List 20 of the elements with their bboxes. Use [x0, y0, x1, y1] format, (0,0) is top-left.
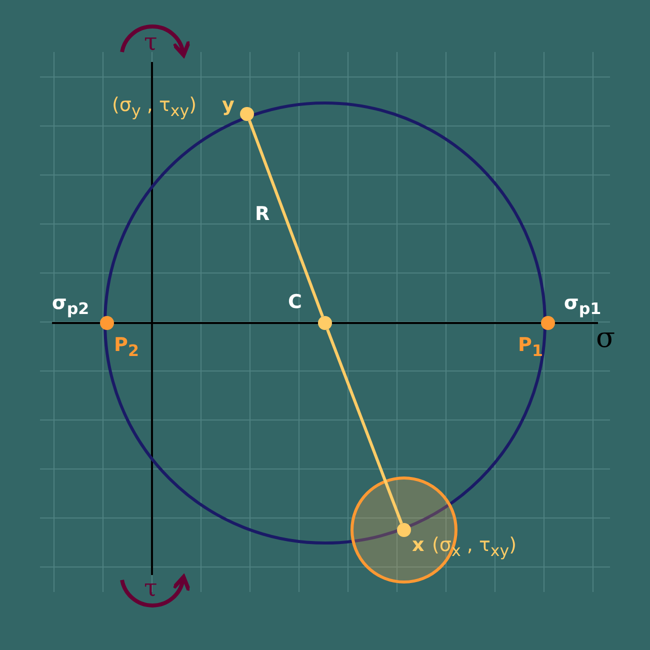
axis-label: τ: [144, 28, 158, 56]
point-marker: [100, 316, 114, 330]
point-label: σ$_{p1}$: [564, 292, 602, 320]
axis-label: σ: [596, 322, 616, 354]
point-label: P$_{1}$: [518, 334, 543, 362]
edge-label: R: [255, 203, 270, 225]
point-label: σ$_{p2}$: [52, 292, 90, 320]
point-marker: [397, 523, 411, 537]
point-marker: [318, 316, 332, 330]
point-label: P$_{2}$: [114, 334, 139, 362]
point-label: y: [222, 94, 234, 116]
point-label: C: [288, 291, 302, 313]
point-label: x: [412, 534, 424, 556]
point-label: (σ$_{y}$ , τ$_{xy}$): [112, 94, 197, 122]
radius-line: [248, 120, 324, 317]
point-marker: [240, 107, 254, 121]
point-marker: [541, 316, 555, 330]
point-label: (σ$_{x}$ , τ$_{xy}$): [432, 534, 517, 562]
radius-line: [326, 329, 403, 524]
axis-label: τ: [144, 574, 158, 602]
